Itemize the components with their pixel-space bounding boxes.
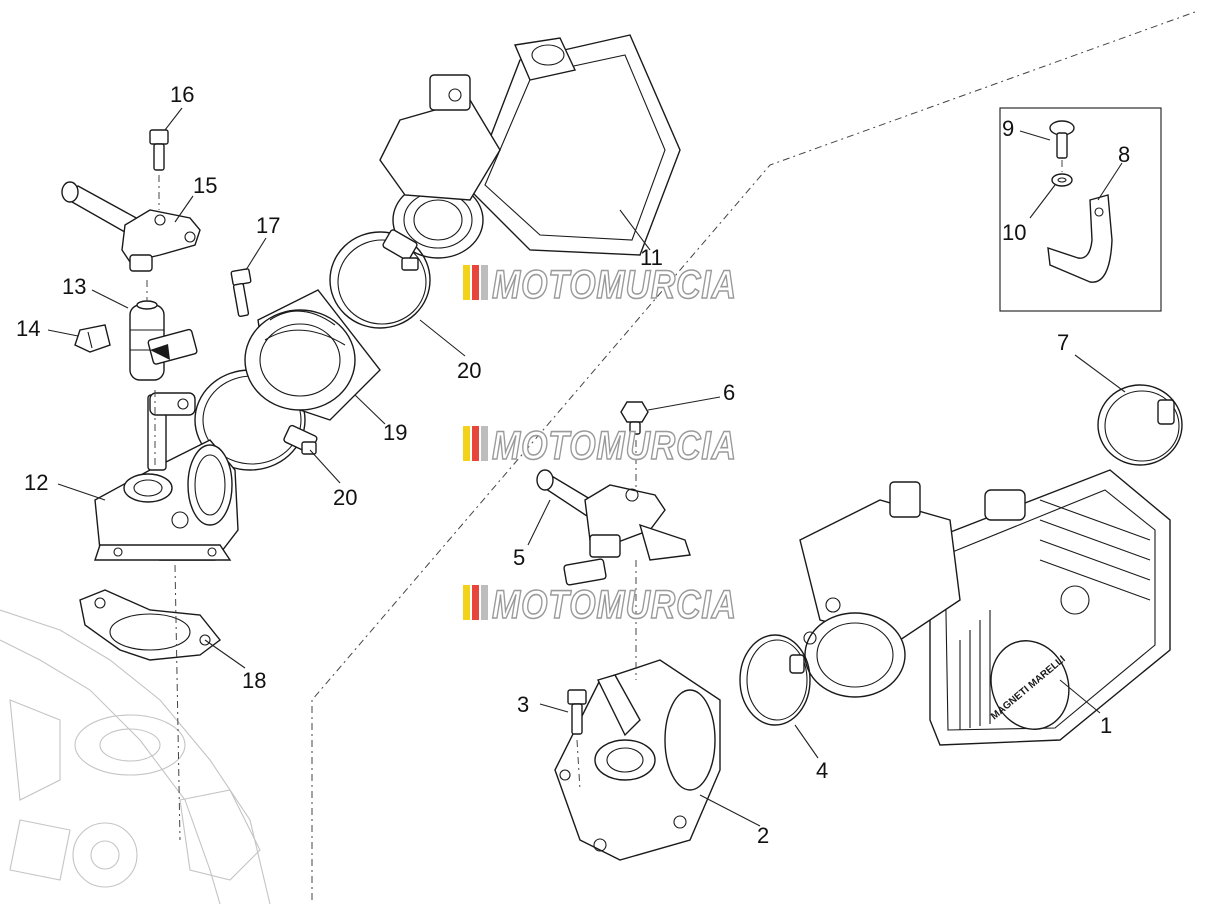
callout-2: 2 xyxy=(757,823,769,848)
watermark-middle: MOTOMURCIA xyxy=(463,423,737,469)
injector-clip xyxy=(74,324,111,353)
screw-17 xyxy=(230,268,252,318)
callout-10: 10 xyxy=(1002,220,1026,245)
hose-clamp-4 xyxy=(739,634,811,726)
washer-10 xyxy=(1051,173,1073,187)
bracket-8 xyxy=(1047,194,1113,283)
callouts: 1 2 3 4 5 6 7 8 9 10 11 12 13 14 15 16 1… xyxy=(16,82,1130,848)
callout-3: 3 xyxy=(517,692,529,717)
callout-7: 7 xyxy=(1057,330,1069,355)
callout-12: 12 xyxy=(24,470,48,495)
callout-16: 16 xyxy=(170,82,194,107)
watermark-bottom: MOTOMURCIA xyxy=(463,582,737,628)
callout-5: 5 xyxy=(513,545,525,570)
hose-clamp-upper xyxy=(329,229,431,329)
watermark-top: MOTOMURCIA xyxy=(463,262,737,308)
fuel-rail-center xyxy=(536,469,691,586)
watermark-text: MOTOMURCIA xyxy=(492,424,737,468)
callout-17: 17 xyxy=(256,213,280,238)
callout-9: 9 xyxy=(1002,116,1014,141)
callout-15: 15 xyxy=(193,173,217,198)
screw-9 xyxy=(1049,120,1075,159)
callout-14: 14 xyxy=(16,316,40,341)
watermark-text: MOTOMURCIA xyxy=(492,263,737,307)
gasket xyxy=(79,589,221,661)
callout-20-upper: 20 xyxy=(457,358,481,383)
callout-4: 4 xyxy=(816,758,828,783)
callout-1: 1 xyxy=(1100,713,1112,738)
callout-8: 8 xyxy=(1118,142,1130,167)
bolt-6 xyxy=(620,401,649,435)
screw-16 xyxy=(149,129,169,171)
assembly-axes xyxy=(146,160,1063,841)
callout-13: 13 xyxy=(62,274,86,299)
fuel-injector-left xyxy=(129,300,198,381)
callout-11: 11 xyxy=(640,245,663,270)
callout-20-lower: 20 xyxy=(333,485,357,510)
fuel-rail-left xyxy=(61,181,201,272)
throttle-body-upper xyxy=(379,34,681,259)
callout-19: 19 xyxy=(383,420,407,445)
engine-background xyxy=(0,609,271,904)
inset-box xyxy=(999,107,1162,312)
screw-3 xyxy=(567,689,587,735)
watermark-text: MOTOMURCIA xyxy=(492,583,737,627)
throttle-body-lower: MAGNETI MARELLI xyxy=(799,469,1171,746)
intake-sleeve xyxy=(244,289,381,421)
intake-manifold-center xyxy=(554,659,721,861)
callout-6: 6 xyxy=(723,380,735,405)
intake-manifold-left xyxy=(94,392,239,561)
hose-clamp-7 xyxy=(1097,384,1183,466)
leader-lines xyxy=(47,107,1126,827)
callout-18: 18 xyxy=(242,668,266,693)
